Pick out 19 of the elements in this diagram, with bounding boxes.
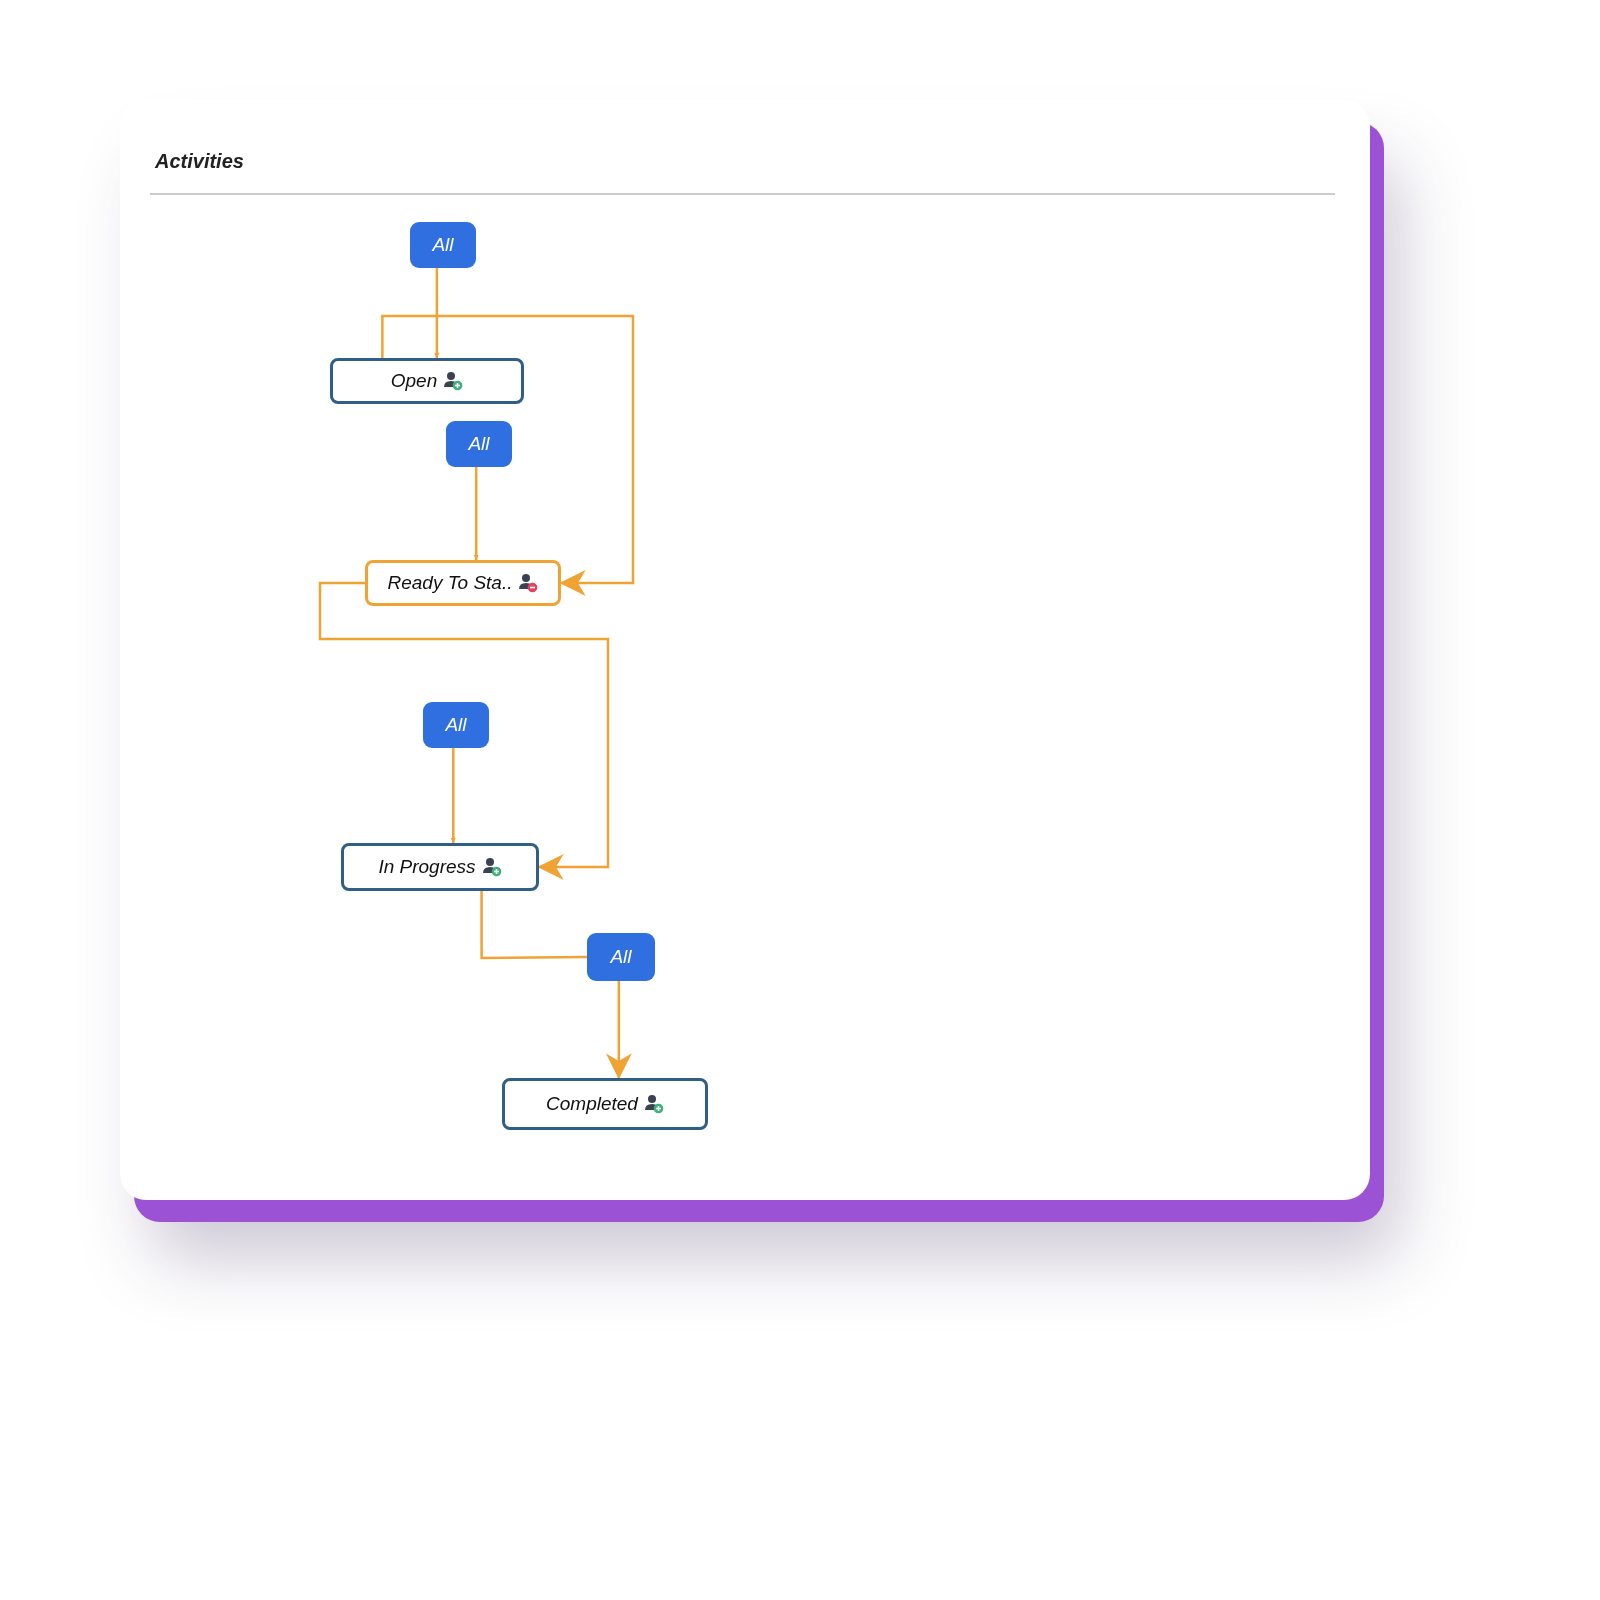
filter-button: All [410,222,476,268]
arrow [450,748,456,843]
arrow [434,268,440,358]
filter-button: All [587,933,655,981]
status-label: In Progress [378,856,476,878]
panel-title: Activities [155,150,244,173]
status-label: Ready To Sta.. [387,572,513,594]
status-box [502,1078,708,1130]
arrow [318,581,610,880]
status-box [330,358,524,404]
status-label: Open [390,370,438,392]
arrow [473,467,479,560]
arrow [605,981,632,1080]
filter-button: All [446,421,512,467]
filter-button: All [423,702,489,748]
status-box [365,560,561,606]
arrow [381,314,635,596]
status-label: Completed [546,1093,638,1115]
status-box [341,843,539,891]
